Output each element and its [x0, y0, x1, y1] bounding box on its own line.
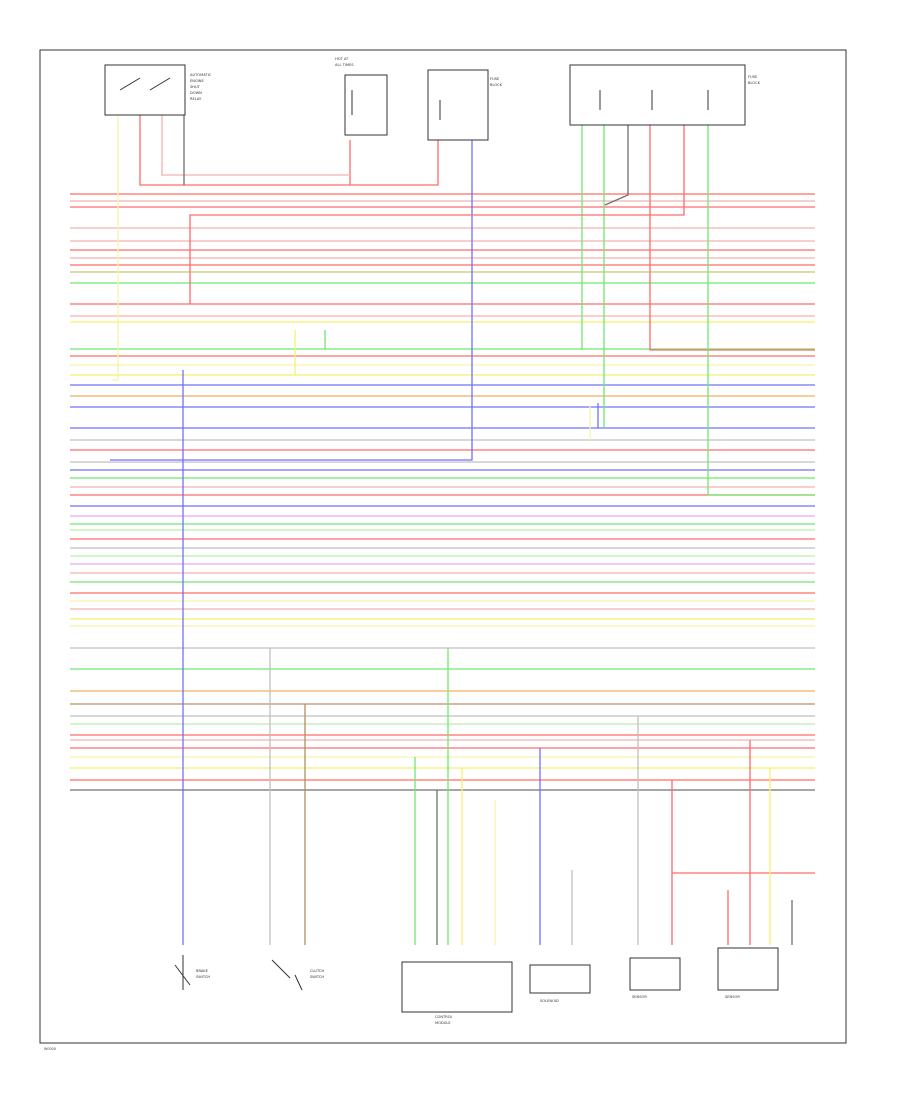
fuse-block-1-label-line2: BLOCK	[490, 83, 503, 87]
component-control-module: CONTROL MODULE	[401, 961, 513, 1025]
sensor-2-box	[717, 947, 779, 991]
relay-label-line4: DOWN	[190, 91, 202, 95]
riser-fuse-2e	[189, 125, 685, 304]
component-sensor-1: SENSOR	[629, 957, 681, 999]
fuse-block-1-label-line1: FUSE	[490, 77, 500, 81]
control-module-label-line2: MODULE	[435, 1021, 451, 1025]
brake-switch-label-line2: SWITCH	[196, 975, 210, 979]
brake-switch-label-line1: BRAKE	[196, 969, 209, 973]
relay-label-line5: RELAY	[190, 97, 202, 101]
sensor-1-box	[629, 957, 681, 991]
relay-switch-icon	[119, 77, 171, 91]
fuse-block-2-label-line1: FUSE	[748, 75, 758, 79]
fuse-block-2-label-line2: BLOCK	[748, 81, 761, 85]
relay-label-line3: SHUT	[190, 85, 201, 89]
component-clutch-switch: CLUTCH SWITCH	[271, 959, 324, 991]
clutch-switch-label-line2: SWITCH	[310, 975, 324, 979]
sensor-1-label: SENSOR	[632, 995, 647, 999]
riser-fuse-2d	[649, 125, 815, 351]
fuse-icon	[599, 90, 709, 110]
sensor-2-label: SENSOR	[725, 995, 740, 999]
diagram-code: W0000	[44, 1047, 56, 1051]
component-fuse-block-1: FUSE BLOCK	[427, 69, 503, 141]
fuse-block-1-box	[427, 69, 489, 141]
relay-box	[104, 64, 186, 116]
component-brake-switch: BRAKE SWITCH	[174, 955, 210, 990]
riser-fuse-2f	[707, 125, 815, 496]
solenoid-box	[529, 964, 591, 994]
riser-fuse-1	[350, 140, 439, 186]
component-sensor-2: SENSOR	[717, 947, 779, 999]
component-hot-fuse: HOT AT ALL TIMES	[335, 57, 388, 136]
hot-fuse-box	[344, 74, 388, 136]
switch-icon	[271, 959, 303, 991]
control-module-label-line1: CONTROL	[435, 1015, 453, 1019]
riser-relay-3	[161, 115, 350, 176]
control-module-box	[401, 961, 513, 1013]
component-solenoid: SOLENOID	[529, 964, 591, 1003]
riser-relay-2	[139, 115, 351, 186]
hot-fuse-label-line2: ALL TIMES	[335, 63, 354, 67]
component-relay: AUTOMATIC ENGINE SHUT DOWN RELAY	[104, 64, 212, 116]
wires-layer	[70, 115, 815, 945]
hot-fuse-label-line1: HOT AT	[335, 57, 349, 61]
riser-fuse-2c	[604, 125, 629, 206]
fuse-block-2-box	[569, 64, 746, 126]
component-fuse-block-2: FUSE BLOCK	[569, 64, 761, 126]
relay-label-line2: ENGINE	[190, 79, 204, 83]
riser-relay-1	[112, 115, 119, 381]
clutch-switch-label-line1: CLUTCH	[310, 969, 324, 973]
diagram-frame	[39, 49, 847, 1044]
switch-icon	[174, 955, 191, 990]
riser-fuse-blue	[110, 140, 473, 461]
solenoid-label: SOLENOID	[540, 999, 559, 1003]
relay-label-line1: AUTOMATIC	[190, 73, 212, 77]
